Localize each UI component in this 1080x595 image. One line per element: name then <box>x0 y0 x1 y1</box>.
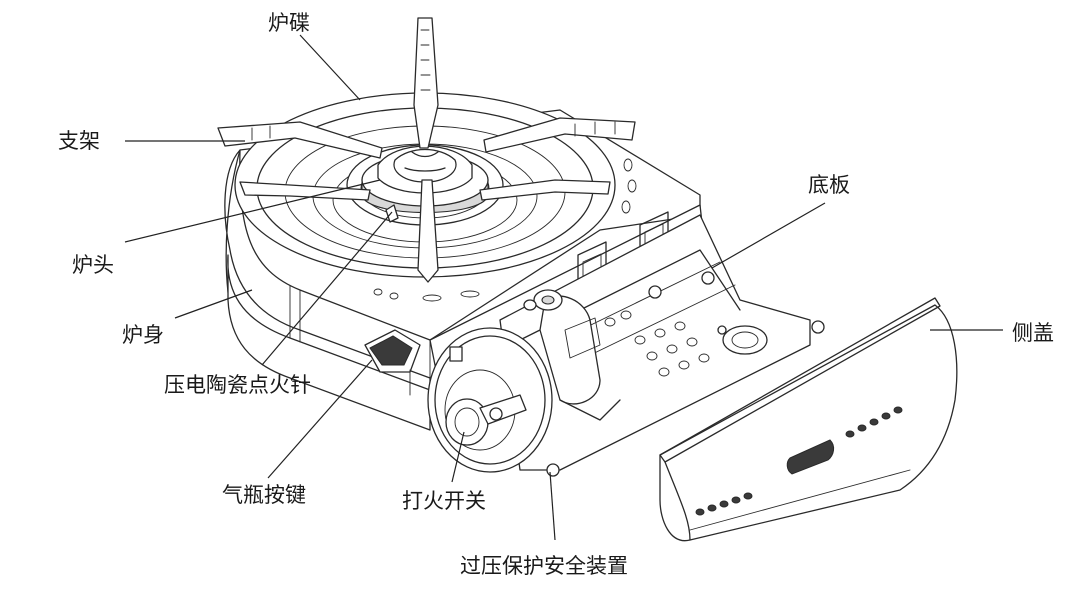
leader-igniter <box>261 211 393 366</box>
labels: 炉碟 支架 炉头 炉身 压电陶瓷点火针 气瓶按键 打火开关 过压保护安全装置 底… <box>58 11 1054 578</box>
leader-burner-head <box>124 179 381 243</box>
label-igniter: 压电陶瓷点火针 <box>164 373 311 397</box>
leader-ignition-switch <box>451 431 465 483</box>
label-burner-head: 炉头 <box>72 253 114 277</box>
leader-safety-device <box>549 471 556 541</box>
leader-burner-cap <box>299 34 361 101</box>
ignition-assembly <box>364 327 553 473</box>
side-cover <box>546 297 958 542</box>
label-support: 支架 <box>58 129 100 153</box>
label-safety-device: 过压保护安全装置 <box>460 554 628 578</box>
label-body: 炉身 <box>122 323 164 347</box>
leader-lines <box>124 34 1003 541</box>
label-ignition-switch: 打火开关 <box>402 489 486 513</box>
leader-base-plate <box>711 202 826 269</box>
label-cylinder-button: 气瓶按键 <box>222 483 306 507</box>
label-base-plate: 底板 <box>808 173 850 197</box>
label-side-cover: 侧盖 <box>1012 321 1054 345</box>
cartridge-chamber <box>499 214 811 471</box>
burner-assembly <box>217 17 636 283</box>
label-burner-cap: 炉碟 <box>268 11 310 35</box>
leader-body <box>174 289 253 319</box>
leader-cylinder-button <box>267 359 373 479</box>
